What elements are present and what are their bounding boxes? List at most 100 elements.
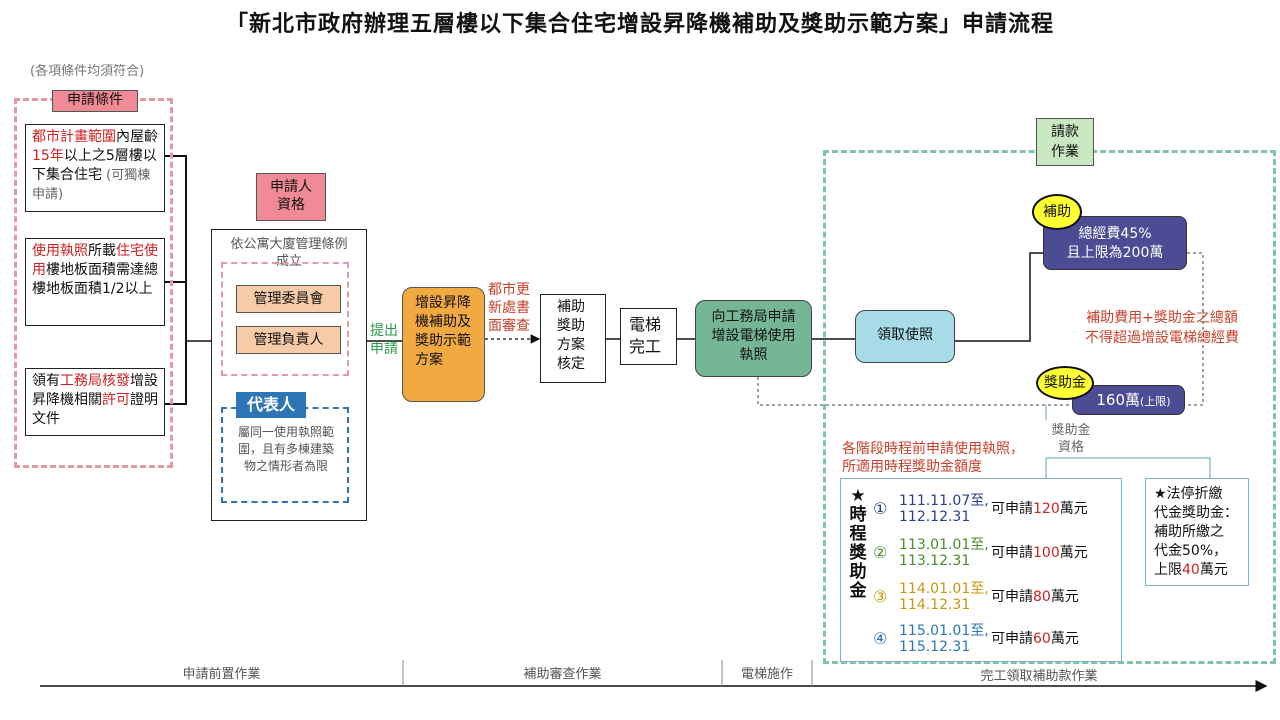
schedule-dates: 113.01.01至,113.12.31 <box>899 537 989 569</box>
schedule-star-char: 程 <box>849 524 867 544</box>
cap-note: 補助費用+獎助金之總額 不得超過增設電梯總經費 <box>1072 308 1252 348</box>
management-person: 管理負責人 <box>236 326 341 354</box>
schedule-star-char: 助 <box>849 562 867 582</box>
fee-box-text: 萬元 <box>1199 562 1228 578</box>
schedule-note-line: 各階段時程前申請使用執照， <box>842 441 1024 457</box>
schedule-star-char: 時 <box>849 505 867 525</box>
schedule-dates: 115.01.01至,115.12.31 <box>899 623 989 655</box>
condition-text-red: 都市計畫範圍 <box>32 129 116 145</box>
schedule-unit: 萬元 <box>1050 589 1079 605</box>
schedule-to: 112.12.31 <box>899 509 971 525</box>
schedule-unit: 萬元 <box>1050 631 1079 647</box>
phase-payment: 完工領取補助款作業 <box>980 669 1098 684</box>
schedule-amount-value: 100 <box>1033 545 1060 561</box>
schedule-star-label: ★ 時 程 獎 助 金 <box>847 487 869 601</box>
schedule-unit: 萬元 <box>1059 501 1088 517</box>
representative-desc: 屬同一使用執照範圍，且有多棟建築物之情形者為限 <box>237 425 334 473</box>
condition-residential-use: 使用執照所載住宅使用樓地板面積需達總樓地板面積1/2以上 <box>25 238 165 326</box>
schedule-mark: ② <box>873 543 888 562</box>
subsidy-box: 總經費45% 且上限為200萬 <box>1043 216 1187 270</box>
condition-permit: 領有工務局核發增設昇降機相關許可證明文件 <box>25 368 165 436</box>
cap-note-line: 不得超過增設電梯總經費 <box>1085 330 1239 346</box>
schedule-amount: 可申請120萬元 <box>991 493 1088 525</box>
condition-urban-age: 都市計畫範圍內屋齡15年以上之5層樓以下集合住宅 (可獨棟申請) <box>25 124 165 212</box>
schedule-amount-value: 60 <box>1033 631 1051 647</box>
management-committee: 管理委員會 <box>236 285 341 313</box>
approve-box: 補助獎助方案核定 <box>540 294 606 383</box>
bonus-qualification-line: 資格 <box>1057 440 1084 455</box>
condition-text: 領有 <box>32 373 60 389</box>
subsidy-line: 總經費45% <box>1078 226 1152 242</box>
condition-text: 以上之5層樓以下集合住宅 <box>32 148 157 183</box>
payment-tag-line: 請款 <box>1051 124 1079 140</box>
subsidy-line: 且上限為200萬 <box>1066 245 1164 261</box>
bonus-limit: (上限) <box>1140 395 1171 408</box>
condition-text-red: 工務局核發 <box>60 373 130 389</box>
schedule-pre: 可申請 <box>991 501 1033 517</box>
phase-prep: 申請前置作業 <box>182 667 261 682</box>
schedule-from: 115.01.01至, <box>899 623 989 639</box>
bonus-amount: 160萬 <box>1096 391 1141 409</box>
submit-label: 提出申請 <box>370 323 398 357</box>
applicant-tag-line: 資格 <box>277 197 305 213</box>
conditions-tag: 申請條件 <box>52 90 138 112</box>
schedule-amount-value: 80 <box>1033 589 1051 605</box>
fee-box-text: 上限 <box>1154 562 1182 578</box>
schedule-note-line: 所適用時程獎助金額度 <box>842 459 982 475</box>
fee-box-line: 代金50%， <box>1154 543 1228 559</box>
fee-box: ★法停折繳 代金獎助金： 補助所繳之 代金50%， 上限40萬元 <box>1145 478 1249 586</box>
schedule-star-char: 金 <box>849 581 867 601</box>
schedule-mark: ④ <box>873 629 888 648</box>
conditions-note: (各項條件均須符合) <box>30 64 145 79</box>
condition-text: 增設昇降機相關 <box>32 373 158 408</box>
representative-tag: 代表人 <box>236 392 306 418</box>
page-title: 「新北市政府辦理五層樓以下集合住宅增設昇降機補助及獎助示範方案」申請流程 <box>225 12 1054 37</box>
condition-text-red: 住宅使用 <box>32 243 158 278</box>
payment-tag-line: 作業 <box>1051 144 1079 160</box>
applicant-heading: 依公寓大廈管理條例成立 <box>230 237 348 269</box>
schedule-mark: ③ <box>873 587 888 606</box>
schedule-from: 111.11.07至, <box>899 493 989 509</box>
condition-text-red: 許可 <box>102 392 130 408</box>
schedule-note: 各階段時程前申請使用執照， 所適用時程獎助金額度 <box>842 440 1052 476</box>
condition-text: 內屋齡 <box>116 129 158 145</box>
fee-box-amount: 40 <box>1182 562 1200 578</box>
phase-construction: 電梯施作 <box>740 667 793 682</box>
schedule-star-char: 獎 <box>849 543 867 563</box>
condition-text: 所載 <box>88 243 116 259</box>
schedule-pre: 可申請 <box>991 545 1033 561</box>
schedule-pre: 可申請 <box>991 589 1033 605</box>
phase-review: 補助審查作業 <box>523 667 602 682</box>
fee-box-line: 補助所繳之 <box>1154 524 1224 540</box>
condition-text-gray: (可獨棟申請) <box>32 168 151 202</box>
bonus-tag: 獎助金 <box>1036 366 1094 400</box>
condition-text-red: 使用執照 <box>32 243 88 259</box>
review-label: 都市更新處書面審查 <box>488 282 530 334</box>
bonus-qualification: 獎助金 資格 <box>1040 422 1102 456</box>
schedule-star-char: ★ <box>850 486 866 506</box>
applicant-org-group <box>221 262 349 376</box>
schedule-amount: 可申請100萬元 <box>991 537 1088 569</box>
condition-text: 證明文件 <box>32 392 158 427</box>
schedule-from: 113.01.01至, <box>899 537 989 553</box>
connector-subsidy <box>955 252 1043 342</box>
applicant-tag: 申請人 資格 <box>256 173 326 221</box>
fee-box-line: 上限40萬元 <box>1154 561 1240 580</box>
schedule-dates: 111.11.07至,112.12.31 <box>899 493 989 525</box>
fee-box-line: 代金獎助金： <box>1154 505 1238 521</box>
plan-box: 增設昇降機補助及獎助示範方案 <box>402 287 485 402</box>
schedule-dates: 114.01.01至,114.12.31 <box>899 581 989 613</box>
apply-permit-box: 向工務局申請增設電梯使用執照 <box>695 300 812 377</box>
fee-box-line: ★法停折繳 <box>1154 486 1223 502</box>
schedule-from: 114.01.01至, <box>899 581 989 597</box>
elevator-done-box: 電梯完工 <box>620 308 677 365</box>
schedule-pre: 可申請 <box>991 631 1033 647</box>
cap-note-line: 補助費用+獎助金之總額 <box>1086 310 1238 326</box>
schedule-to: 113.12.31 <box>899 553 971 569</box>
